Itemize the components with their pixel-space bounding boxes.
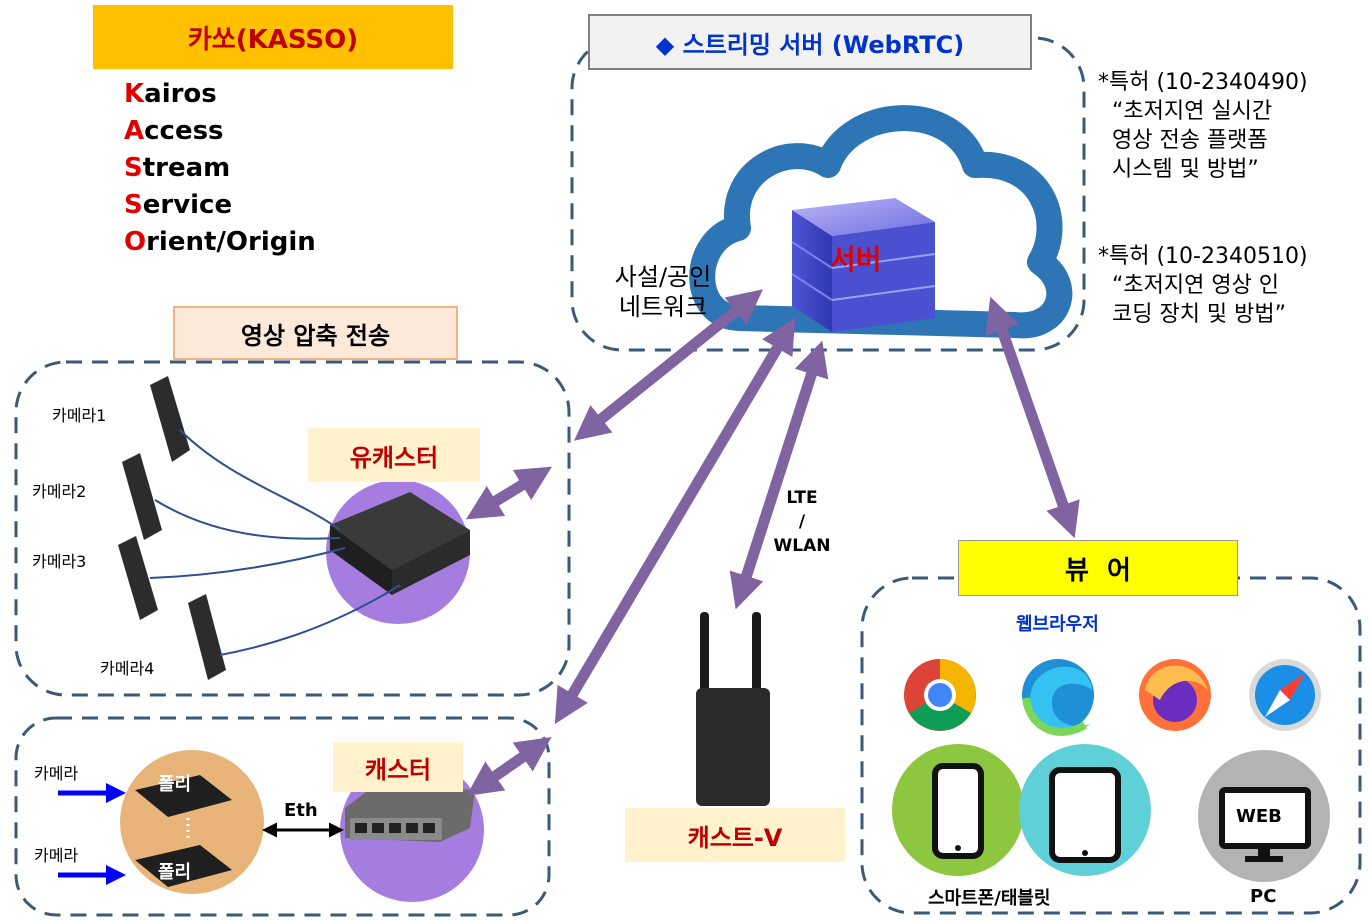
cloud-shape: [689, 105, 1073, 339]
poly-label-1: 폴리: [158, 774, 192, 795]
arrow-ucaster-short: [465, 466, 553, 520]
smartphone-tablet-label: 스마트폰/태블릿: [928, 888, 1051, 909]
caster-camera-label-2: 카메라: [34, 846, 79, 865]
streaming-server-title: ◆ 스트리밍 서버 (WebRTC): [655, 30, 965, 59]
pc-screen-text: WEB: [1236, 806, 1282, 827]
camera-cables: [149, 429, 401, 656]
camera-label-3: 카메라3: [32, 552, 87, 571]
pc-label: PC: [1250, 886, 1277, 907]
server-stack: [791, 198, 936, 332]
ucaster-label: 유캐스터: [349, 443, 439, 472]
edge-icon: [1022, 659, 1094, 736]
caster-label: 캐스터: [364, 755, 432, 784]
castv-antenna-left: [700, 612, 709, 694]
chrome-icon: [904, 659, 976, 731]
viewer-title-box: 뷰 어: [958, 540, 1238, 596]
streaming-server-title-box: ◆ 스트리밍 서버 (WebRTC): [588, 14, 1032, 70]
acronym-line-1: Kairos: [124, 79, 217, 109]
compression-title: 영상 압축 전송: [240, 321, 391, 350]
safari-icon: [1249, 659, 1321, 731]
patent-1: *특허 (10-2340490) “초저지연 실시간 영상 전송 플랫폼 시스템…: [1098, 70, 1308, 182]
kasso-title-box: 카쏘(KASSO): [93, 5, 453, 69]
arrow-server-viewer: [985, 296, 1080, 539]
camera-label-2: 카메라2: [32, 482, 87, 501]
acronym-line-4: Service: [124, 190, 233, 220]
compression-title-box: 영상 압축 전송: [173, 306, 458, 360]
castv-antenna-right: [752, 612, 761, 694]
camera-label-4: 카메라4: [100, 659, 155, 678]
acronym-line-2: Access: [124, 116, 224, 146]
eth-label: Eth: [284, 800, 318, 821]
camera-label-1: 카메라1: [52, 406, 107, 425]
viewer-region: [860, 576, 1362, 915]
castv-label-box: 캐스트-V: [625, 808, 845, 862]
caster-camera-label-1: 카메라: [34, 764, 79, 783]
caster-label-box: 캐스터: [333, 742, 463, 792]
caster-region: [14, 716, 551, 917]
acronym-line-3: Stream: [124, 153, 231, 183]
smartphone-icon: [932, 763, 984, 859]
kasso-title: 카쏘(KASSO): [187, 24, 359, 55]
acronym-line-5: Orient/Origin: [124, 227, 316, 257]
castv-device: [696, 688, 770, 806]
ucaster-device: [330, 492, 470, 570]
network-label: 사설/공인 네트워크: [614, 263, 712, 321]
tablet-icon: [1049, 767, 1121, 863]
arrow-caster-short: [466, 736, 552, 797]
browser-label: 웹브라우저: [1016, 614, 1099, 635]
viewer-title: 뷰 어: [1065, 555, 1131, 586]
server-label: 서버: [830, 243, 882, 276]
lte-wlan-label: LTE / WLAN: [773, 488, 831, 556]
firefox-icon: [1139, 659, 1211, 731]
patent-2: *특허 (10-2340510) “초저지연 영상 인 코딩 장치 및 방법”: [1098, 244, 1308, 327]
camera-devices: [118, 376, 226, 680]
castv-label: 캐스트-V: [687, 823, 783, 852]
ucaster-label-box: 유캐스터: [308, 428, 480, 482]
arrow-castv-server: [729, 340, 829, 610]
poly-label-2: 폴리: [158, 862, 192, 883]
ucaster-region: [14, 360, 571, 697]
